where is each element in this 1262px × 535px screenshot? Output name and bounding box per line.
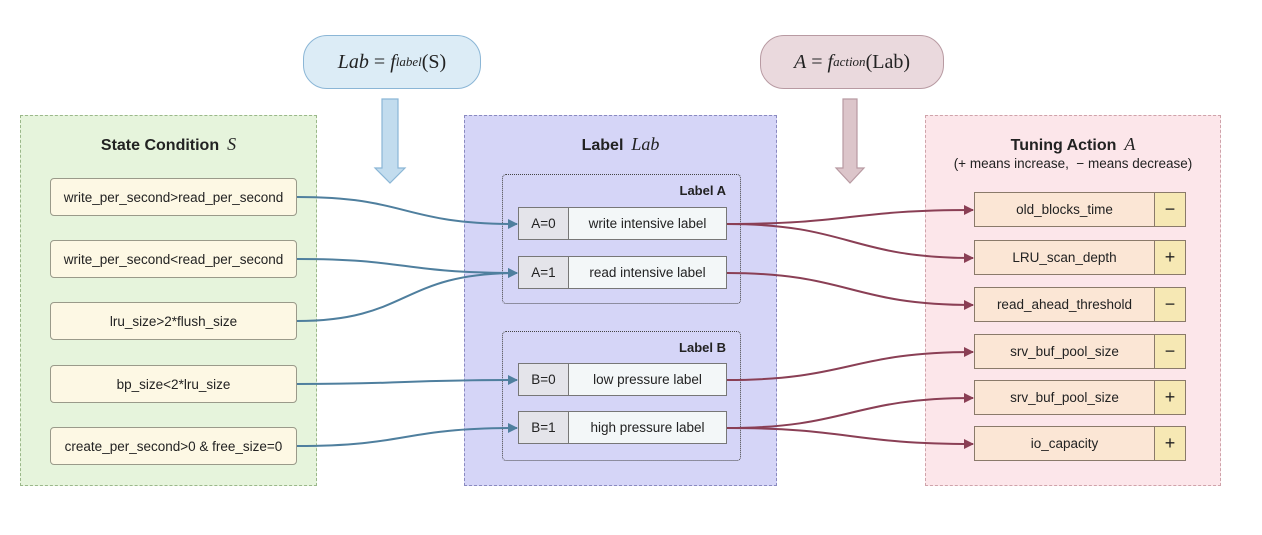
action-panel-title: Tuning Action A [926,134,1220,155]
label-group-title: Label B [679,340,726,355]
label-row: B=1 high pressure label [518,411,727,444]
action-row: io_capacity + [974,426,1186,461]
state-to-label-connector [296,423,518,447]
label-row: B=0 low pressure label [518,363,727,396]
action-formula-arg: (Lab) [865,50,910,73]
action-sign: + [1155,241,1185,274]
label-formula-arg: (S) [421,50,447,73]
label-code: B=0 [519,364,569,395]
state-panel-title: State Condition S [21,134,316,155]
action-formula-eq: = [806,50,828,73]
action-row: old_blocks_time − [974,192,1186,227]
label-group-a: Label A [502,174,741,304]
condition-box: write_per_second<read_per_second [50,240,297,278]
action-sign: + [1155,381,1185,414]
label-to-action-connector [726,205,974,225]
action-row: read_ahead_threshold − [974,287,1186,322]
state-condition-panel: State Condition S [20,115,317,486]
action-sign: − [1155,335,1185,368]
action-row: srv_buf_pool_size − [974,334,1186,369]
label-code: B=1 [519,412,569,443]
state-to-label-connector [296,375,518,386]
action-sign: − [1155,193,1185,226]
action-panel-subtitle: (+ means increase, − means decrease) [953,156,1193,171]
action-name: srv_buf_pool_size [975,335,1155,368]
label-row: A=0 write intensive label [518,207,727,240]
label-name: read intensive label [569,257,726,288]
label-code: A=1 [519,257,569,288]
state-panel-symbol: S [227,134,237,154]
label-code: A=0 [519,208,569,239]
label-formula-sub: label [395,54,422,69]
label-to-action-connector [726,393,974,429]
label-panel-title-text: Label [581,137,624,154]
action-panel-title-text: Tuning Action [1010,137,1117,154]
label-to-action-connector [726,427,974,449]
label-formula-lhs: Lab [337,50,369,73]
condition-box: lru_size>2*flush_size [50,302,297,340]
action-formula-sub: action [833,54,866,69]
action-row: LRU_scan_depth + [974,240,1186,275]
action-formula-f: f [827,50,834,73]
label-row: A=1 read intensive label [518,256,727,289]
label-to-action-connector [726,272,974,310]
action-name: io_capacity [975,427,1155,460]
action-row: srv_buf_pool_size + [974,380,1186,415]
state-to-label-connector [296,196,518,229]
action-name: read_ahead_threshold [975,288,1155,321]
action-name: srv_buf_pool_size [975,381,1155,414]
state-panel-title-text: State Condition [100,137,220,154]
condition-box: write_per_second>read_per_second [50,178,297,216]
label-group-b: Label B [502,331,741,461]
label-name: low pressure label [569,364,726,395]
condition-box: bp_size<2*lru_size [50,365,297,403]
state-to-label-connector [296,268,518,322]
label-to-action-connector [726,347,974,381]
label-group-title: Label A [679,183,726,198]
action-panel-symbol: A [1124,134,1136,154]
label-name: write intensive label [569,208,726,239]
action-sign: + [1155,427,1185,460]
action-name: LRU_scan_depth [975,241,1155,274]
action-name: old_blocks_time [975,193,1155,226]
down-arrow-icon [834,98,866,184]
label-panel-title: Label Lab [465,134,776,155]
action-sign: − [1155,288,1185,321]
label-formula-eq: = [368,50,391,73]
label-formula-f: f [390,50,396,73]
label-name: high pressure label [569,412,726,443]
down-arrow-icon [373,98,407,184]
label-panel-symbol: Lab [631,134,660,154]
label-to-action-connector [726,223,974,263]
action-formula-lhs: A [794,50,807,73]
condition-box: create_per_second>0 & free_size=0 [50,427,297,465]
state-to-label-connector [296,258,518,278]
